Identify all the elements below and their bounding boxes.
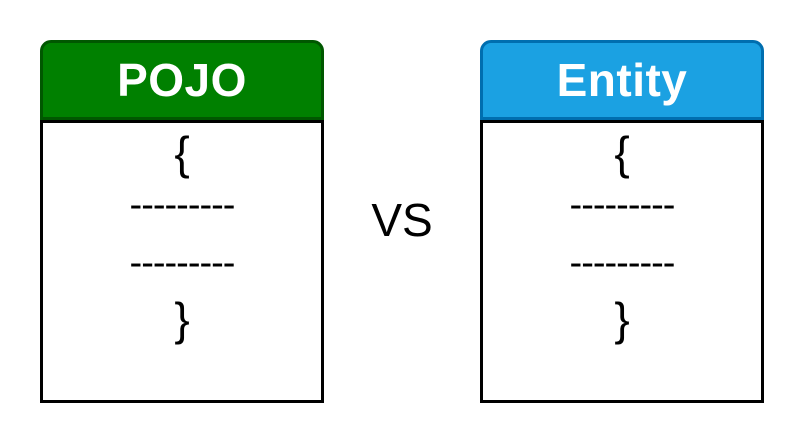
entity-card-divider: [480, 120, 764, 123]
entity-dash-line-2: ---------: [569, 242, 676, 284]
entity-card: Entity { --------- --------- }: [480, 40, 764, 403]
pojo-close-brace: }: [174, 293, 190, 345]
entity-card-title: Entity: [480, 40, 764, 120]
entity-close-brace: }: [614, 293, 630, 345]
pojo-card-title: POJO: [40, 40, 324, 120]
pojo-card-body: { --------- --------- }: [40, 120, 324, 403]
entity-card-body: { --------- --------- }: [480, 120, 764, 403]
vs-label: VS: [371, 194, 433, 246]
pojo-card: POJO { --------- --------- }: [40, 40, 324, 403]
pojo-card-divider: [40, 120, 324, 123]
entity-open-brace: {: [614, 127, 630, 179]
pojo-open-brace: {: [174, 127, 190, 179]
pojo-dash-line-2: ---------: [129, 242, 236, 284]
pojo-dash-line-1: ---------: [129, 184, 236, 226]
entity-dash-line-1: ---------: [569, 184, 676, 226]
